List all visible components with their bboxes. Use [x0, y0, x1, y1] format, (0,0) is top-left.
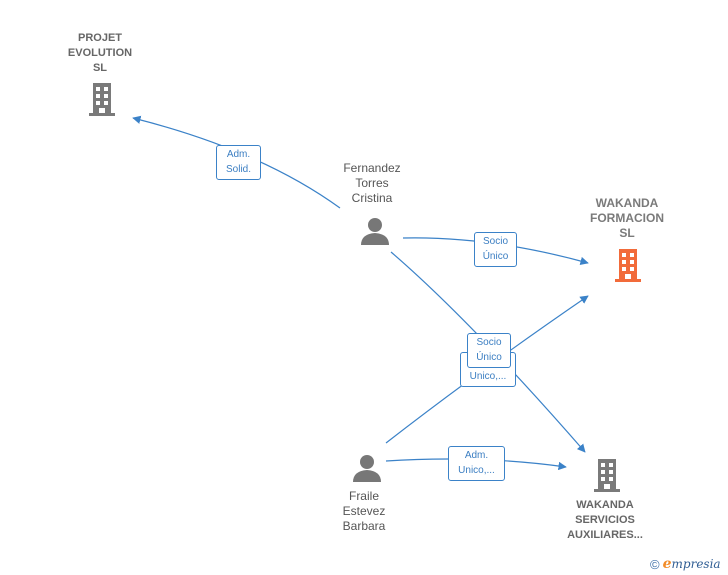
- building-icon[interactable]: [591, 457, 623, 493]
- brand-name: mpresia: [671, 557, 721, 571]
- company-label-wakanda-formacion[interactable]: WAKANDA FORMACION SL: [590, 196, 664, 240]
- building-icon[interactable]: [612, 247, 644, 283]
- edge-label-adm-unico-bottom[interactable]: Adm. Unico,...: [448, 446, 505, 481]
- brand-initial: e: [662, 556, 672, 572]
- copyright-symbol: ©: [650, 556, 660, 572]
- company-label-projet-evolution[interactable]: PROJET EVOLUTION SL: [67, 32, 133, 74]
- person-icon[interactable]: [351, 453, 383, 483]
- company-label-wakanda-servicios[interactable]: WAKANDA SERVICIOS AUXILIARES...: [567, 499, 643, 541]
- person-label-fernandez[interactable]: Fernandez Torres Cristina: [343, 161, 401, 205]
- edge-label-socio-unico-mid[interactable]: Socio Único: [467, 333, 511, 368]
- edge-label-socio-unico-top[interactable]: Socio Único: [474, 232, 517, 267]
- building-icon[interactable]: [86, 81, 118, 117]
- person-label-fraile[interactable]: Fraile Estevez Barbara: [342, 489, 386, 533]
- empresia-watermark: © empresia: [650, 556, 721, 572]
- edge-label-adm-solid[interactable]: Adm. Solid.: [216, 145, 261, 180]
- person-icon[interactable]: [359, 216, 391, 246]
- brand-logo: empresia: [663, 556, 721, 572]
